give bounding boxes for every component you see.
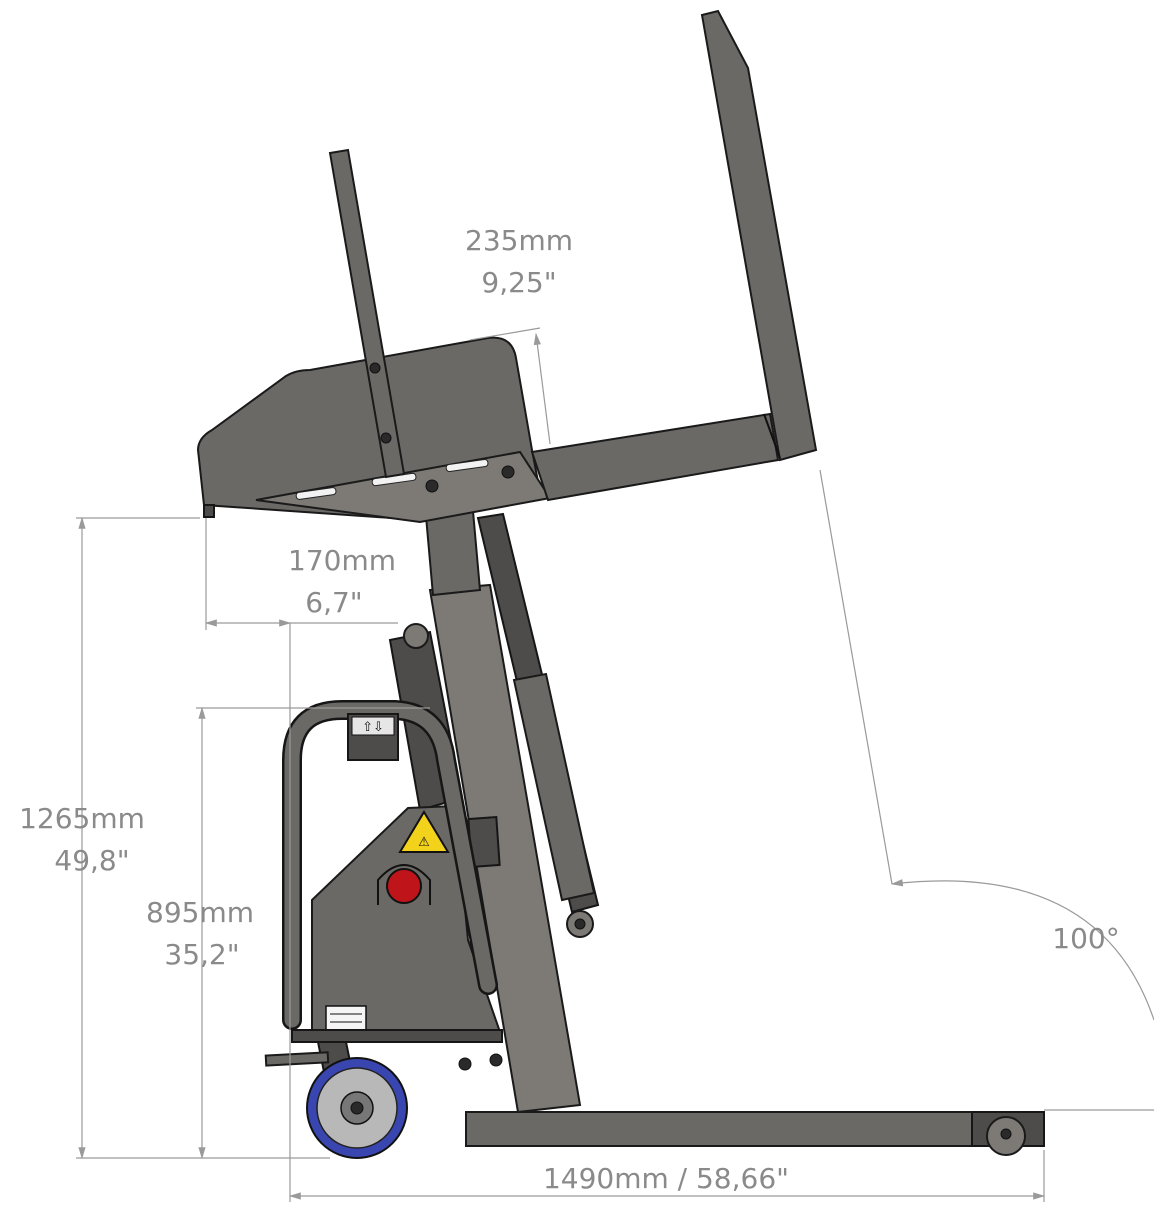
dim-235-line: [533, 332, 551, 445]
backrest-edge: [763, 413, 781, 459]
dim-1265-inch: 49,8": [54, 844, 129, 877]
dim-235-mm: 235mm: [465, 224, 573, 257]
bracket-bolt: [425, 479, 439, 493]
dimension-lines: [76, 327, 1154, 1202]
tall-backrest: [700, 9, 818, 462]
caster-brake: [264, 1051, 330, 1067]
push-handle-fill: [284, 702, 496, 1028]
backrest-hole: [369, 362, 381, 374]
type-label: [325, 1005, 367, 1031]
angle-arc: [890, 879, 1154, 1021]
backrest-hole: [380, 432, 392, 444]
stop-button: [386, 868, 422, 904]
dim-235-ext: [469, 327, 541, 341]
dim-235-inch: 9,25": [481, 266, 556, 299]
dim-170-inch: 6,7": [305, 586, 362, 619]
bolt: [458, 1057, 472, 1071]
bolt: [489, 1053, 503, 1067]
platform-arm: [530, 412, 780, 502]
bracket-bolt: [501, 465, 515, 479]
angle-ext-backrest: [819, 469, 893, 885]
caster-axle: [350, 1101, 364, 1115]
bracket-slot: [295, 487, 337, 500]
base-plate: [291, 1029, 503, 1043]
fork-leg: [465, 1111, 1045, 1147]
machine: ⚠ ⇧⇩: [196, 9, 1045, 1159]
dimension-labels: 235mm 9,25" 170mm 6,7" 1265mm 49,8" 895m…: [19, 224, 1120, 1195]
warning-label: [398, 810, 450, 853]
mast-pivot: [403, 623, 429, 649]
dim-170-mm: 170mm: [288, 544, 396, 577]
tray-lip: [203, 504, 215, 518]
dim-895-inch: 35,2": [164, 938, 239, 971]
short-backrest: [328, 148, 406, 479]
warning-icon: ⚠: [418, 835, 430, 850]
up-down-icon: ⇧⇩: [362, 720, 384, 735]
cylinder-eye-inner: [574, 918, 586, 930]
hydraulic-cylinder-sleeve: [512, 672, 596, 902]
dim-895-mm: 895mm: [146, 896, 254, 929]
load-roller-hub: [1000, 1128, 1012, 1140]
stop-button-housing: [377, 864, 431, 905]
dim-1265-mm: 1265mm: [19, 802, 145, 835]
dim-1490-label: 1490mm / 58,66": [543, 1162, 789, 1195]
bracket-slot: [445, 458, 489, 472]
control-buttons: [351, 716, 395, 736]
angle-label: 100°: [1052, 922, 1119, 955]
